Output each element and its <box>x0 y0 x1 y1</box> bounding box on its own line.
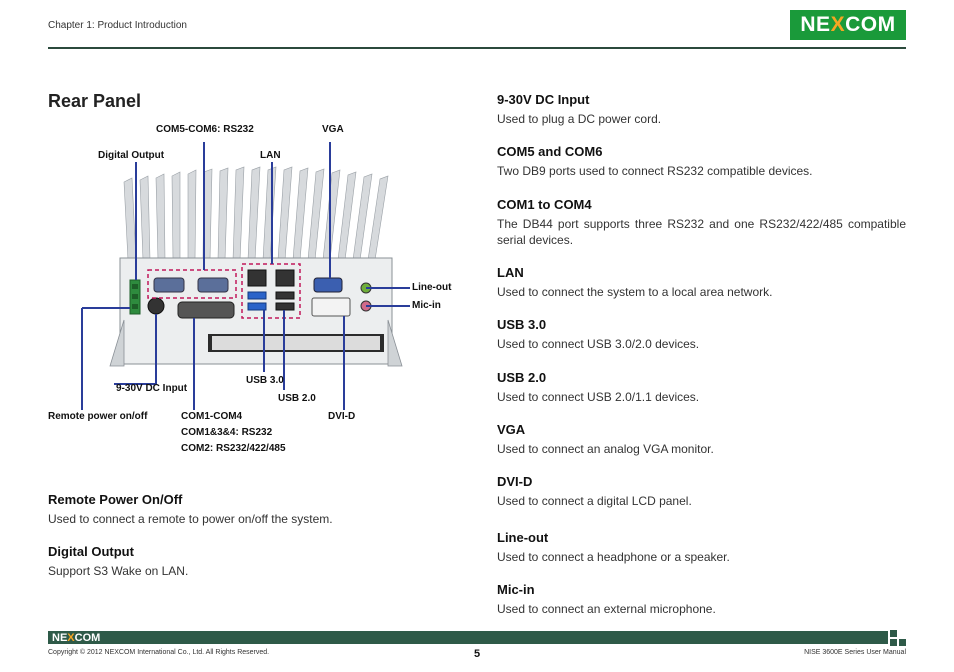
item-title: USB 2.0 <box>497 370 547 385</box>
item-title: VGA <box>497 422 526 437</box>
item-desc: Support S3 Wake on LAN. <box>48 564 189 578</box>
item-title: USB 3.0 <box>497 317 547 332</box>
footer-bar <box>48 631 888 644</box>
item-title: Line-out <box>497 530 549 545</box>
item-title: COM1 to COM4 <box>497 197 592 212</box>
left-descriptions: Remote Power On/Off Used to connect a re… <box>48 492 448 579</box>
logo-text-pre: NE <box>800 13 831 36</box>
item-desc: Used to connect a headphone or a speaker… <box>497 550 730 564</box>
item-usb30: USB 3.0 Used to connect USB 3.0/2.0 devi… <box>497 317 906 370</box>
item-com5-com6: COM5 and COM6 Two DB9 ports used to conn… <box>497 144 906 197</box>
label-lan: LAN <box>260 150 281 161</box>
rear-panel-diagram: COM5-COM6: RS232 VGA Digital Output LAN … <box>44 120 464 460</box>
item-title: Remote Power On/Off <box>48 492 183 507</box>
label-dvi-d: DVI-D <box>328 411 356 422</box>
item-dvi-d: DVI-D Used to connect a digital LCD pane… <box>497 474 906 530</box>
item-desc: Used to connect a remote to power on/off… <box>48 512 333 526</box>
item-desc: Two DB9 ports used to connect RS232 comp… <box>497 164 813 178</box>
item-desc: Used to connect the system to a local ar… <box>497 285 773 299</box>
item-title: COM5 and COM6 <box>497 144 603 159</box>
page-title: Rear Panel <box>48 91 142 111</box>
header-divider <box>48 47 906 49</box>
item-title: LAN <box>497 265 524 280</box>
label-usb20: USB 2.0 <box>278 393 316 404</box>
label-com1-com4: COM1-COM4 <box>181 411 243 422</box>
item-desc: Used to connect an analog VGA monitor. <box>497 442 714 456</box>
item-title: 9-30V DC Input <box>497 92 590 107</box>
chapter-title: Chapter 1: Product Introduction <box>48 20 187 31</box>
copyright-text: Copyright © 2012 NEXCOM International Co… <box>48 649 270 656</box>
item-title: Digital Output <box>48 544 134 559</box>
footer-logo-pre: NE <box>52 631 68 644</box>
item-desc: Used to connect USB 2.0/1.1 devices. <box>497 390 700 404</box>
item-desc: Used to connect an external microphone. <box>497 602 716 616</box>
item-usb20: USB 2.0 Used to connect USB 2.0/1.1 devi… <box>497 370 906 422</box>
rear-panel-illustration <box>81 142 410 410</box>
item-desc: The DB44 port supports three RS232 and o… <box>497 217 906 247</box>
item-desc: Used to connect a digital LCD panel. <box>497 494 692 508</box>
label-dc-input: 9-30V DC Input <box>116 383 188 394</box>
right-descriptions: 9-30V DC Input Used to plug a DC power c… <box>497 92 906 617</box>
manual-title: NISE 3600E Series User Manual <box>804 649 906 656</box>
label-vga: VGA <box>322 124 344 135</box>
footer-logo-x: X <box>67 631 75 644</box>
label-digital-output: Digital Output <box>98 150 165 161</box>
item-dc-input: 9-30V DC Input Used to plug a DC power c… <box>497 92 906 144</box>
page-number: 5 <box>474 648 481 660</box>
logo-text-post: COM <box>845 13 896 36</box>
label-line-out: Line-out <box>412 282 452 293</box>
item-title: DVI-D <box>497 474 533 489</box>
item-title: Mic-in <box>497 582 535 597</box>
label-usb30: USB 3.0 <box>246 375 284 386</box>
label-com2: COM2: RS232/422/485 <box>181 443 286 454</box>
label-com5-com6: COM5-COM6: RS232 <box>156 124 254 135</box>
item-com1-com4: COM1 to COM4 The DB44 port supports thre… <box>497 197 906 265</box>
item-desc: Used to plug a DC power cord. <box>497 112 662 126</box>
item-mic-in: Mic-in Used to connect an external micro… <box>497 582 906 617</box>
footer-logo-post: COM <box>74 631 101 644</box>
item-digital-output: Digital Output Support S3 Wake on LAN. <box>48 544 448 579</box>
logo-text-x: X <box>830 13 846 36</box>
label-com134: COM1&3&4: RS232 <box>181 427 273 438</box>
item-vga: VGA Used to connect an analog VGA monito… <box>497 422 906 474</box>
item-lan: LAN Used to connect the system to a loca… <box>497 265 906 317</box>
label-remote-power: Remote power on/off <box>48 411 148 422</box>
item-desc: Used to connect USB 3.0/2.0 devices. <box>497 337 700 351</box>
footer-squares-icon <box>890 630 906 646</box>
label-mic-in: Mic-in <box>412 300 441 311</box>
item-remote-power: Remote Power On/Off Used to connect a re… <box>48 492 448 544</box>
item-line-out: Line-out Used to connect a headphone or … <box>497 530 906 582</box>
